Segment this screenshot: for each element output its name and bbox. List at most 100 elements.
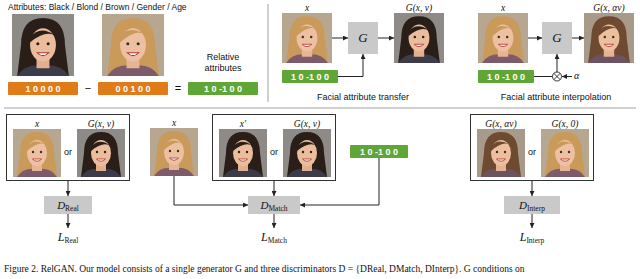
- discriminator-box: DReal: [44, 196, 92, 214]
- flow-arrow: [532, 214, 533, 228]
- face-image: G(x, v): [77, 119, 125, 177]
- face-image: G(x, 0): [541, 119, 589, 177]
- flow-arrow: [572, 38, 584, 39]
- subscript-text: Match: [268, 236, 287, 245]
- flow-arrow: [532, 181, 533, 196]
- flow-arrow: [338, 54, 363, 77]
- face-photo: [478, 13, 528, 63]
- face-image: x: [13, 119, 61, 177]
- face-image: x′: [219, 119, 267, 177]
- flow-arrow: [274, 214, 275, 228]
- vector-values: 1 0 -1 0 0: [487, 72, 525, 82]
- face-photo: [12, 14, 74, 76]
- face-photo: [219, 129, 267, 177]
- face-image: x: [478, 3, 528, 63]
- face-photo: [102, 14, 164, 76]
- loss-label: L: [520, 230, 527, 245]
- flow-arrow: [332, 38, 348, 39]
- or-word: or: [60, 146, 76, 158]
- image-label: x: [282, 3, 332, 13]
- face-photo: [541, 129, 589, 177]
- face-image: G(x, v): [394, 3, 444, 63]
- loss-term: LMatch: [249, 228, 299, 246]
- subscript-text: Real: [65, 204, 79, 213]
- image-label: x: [150, 118, 198, 128]
- loss-label: L: [261, 230, 268, 245]
- face-photo: [150, 128, 198, 176]
- flow-arrow: [68, 181, 69, 196]
- panel-divider: [268, 4, 269, 102]
- subscript-text: Match: [268, 204, 287, 213]
- face-photo: [477, 129, 525, 177]
- loss-term: LInterp: [507, 228, 557, 246]
- vector-values: 1 0 -1 0 0: [291, 72, 329, 82]
- face-photo: [584, 13, 634, 63]
- minus-sign: −: [80, 82, 96, 94]
- figure-caption: Figure 2. RelGAN. Our model consists of …: [4, 263, 525, 275]
- image-label: G(x, v): [283, 119, 331, 129]
- panel-title: Facial attribute transfer: [288, 91, 438, 103]
- generator-box: G: [348, 22, 378, 54]
- panel-divider: [4, 108, 636, 109]
- vector-values: 1 0 -1 0 0: [360, 147, 398, 157]
- generator-box: G: [542, 22, 572, 54]
- image-label: x′: [219, 119, 267, 129]
- image-label: x: [13, 119, 61, 129]
- alpha-arrow: [562, 76, 572, 77]
- face-image: G(x, αv): [477, 119, 525, 177]
- image-choice-box: or G(x, αv) G(x, 0): [470, 114, 594, 181]
- face-image: x: [282, 3, 332, 63]
- attribute-list: Attributes: Black / Blond / Brown / Gend…: [8, 1, 266, 13]
- face-photo: [282, 13, 332, 63]
- alpha-symbol: α: [574, 70, 582, 82]
- loss-term: LReal: [43, 228, 93, 246]
- image-label: x: [478, 3, 528, 13]
- image-label: G(x, v): [77, 119, 125, 129]
- image-label: G(x, v): [394, 3, 444, 13]
- discriminator-label: D: [57, 199, 65, 211]
- or-word: or: [524, 146, 540, 158]
- multiply-symbol: [553, 72, 562, 81]
- equals-sign: =: [170, 82, 186, 94]
- discriminator-label: D: [519, 199, 527, 211]
- subscript-text: Interp: [527, 204, 545, 213]
- flow-arrow: [528, 38, 542, 39]
- flow-arrow: [274, 181, 275, 196]
- subscript-text: Interp: [526, 236, 544, 245]
- vector-values: 0 0 1 0 0: [115, 84, 150, 94]
- discriminator-box: DMatch: [248, 196, 300, 214]
- attribute-vector: 1 0 -1 0 0: [188, 82, 258, 95]
- attribute-vector: 0 0 1 0 0: [98, 82, 168, 95]
- image-choice-box: or x′ G(x, v): [212, 114, 336, 181]
- loss-label: L: [58, 230, 65, 245]
- vector-values: 1 0 -1 0 0: [204, 84, 242, 94]
- image-label: G(x, αv): [477, 119, 525, 129]
- face-image: G(x, v): [283, 119, 331, 177]
- face-photo: [13, 129, 61, 177]
- flow-arrow: [68, 214, 69, 228]
- face-image: G(x, αv): [584, 3, 634, 63]
- image-label: G(x, 0): [541, 119, 589, 129]
- attribute-vector: 1 0 -1 0 0: [282, 70, 338, 83]
- attribute-vector: 1 0 0 0 0: [8, 82, 78, 95]
- flow-arrow: [300, 158, 379, 205]
- flow-arrow: [378, 38, 394, 39]
- image-choice-box: or x G(x, v): [6, 114, 130, 181]
- panel-title: Facial attribute interpolation: [481, 91, 631, 103]
- subscript-text: Real: [64, 236, 78, 245]
- face-image: x: [150, 118, 198, 176]
- generator-label: G: [552, 30, 561, 46]
- discriminator-box: DInterp: [504, 196, 560, 214]
- vector-values: 1 0 0 0 0: [25, 84, 60, 94]
- image-label: G(x, αv): [584, 3, 634, 13]
- attribute-vector: 1 0 -1 0 0: [478, 70, 534, 83]
- relative-attributes-label: Relative attributes: [190, 52, 256, 74]
- face-photo: [77, 129, 125, 177]
- face-photo: [394, 13, 444, 63]
- attribute-vector: 1 0 -1 0 0: [350, 145, 408, 158]
- generator-label: G: [358, 30, 367, 46]
- face-photo: [283, 129, 331, 177]
- discriminator-label: D: [260, 199, 268, 211]
- or-word: or: [266, 146, 282, 158]
